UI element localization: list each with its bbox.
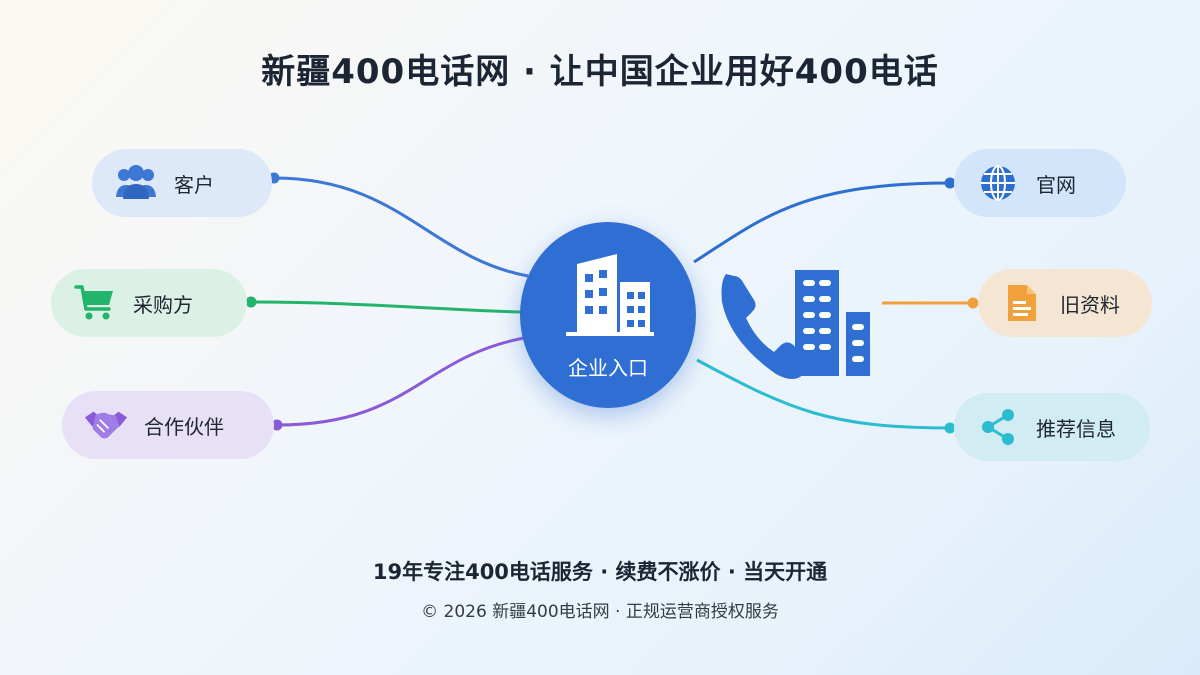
share-icon [976,405,1020,449]
globe-icon [976,161,1020,205]
node-site-label: 官网 [1036,172,1076,197]
node-buyer-label: 采购方 [133,292,193,317]
link-partner [276,336,525,427]
node-partner-label: 合作伙伴 [144,414,224,439]
document-icon [1000,281,1044,325]
link-rec [696,358,951,430]
node-client-label: 客户 [174,172,214,197]
link-buyer-dot [245,296,257,308]
node-old: 旧资料 [978,269,1152,337]
hub-label: 企业入口 [568,356,648,380]
link-rec-dot [944,422,956,434]
link-client [273,176,529,278]
link-buyer [250,300,523,314]
footer-tagline: 19年专注400电话服务 · 续费不涨价 · 当天开通 [372,560,828,584]
node-client: 客户 [92,149,272,217]
phone-building-icon [716,262,876,388]
office-building-icon [565,252,655,340]
link-site-dot [944,177,956,189]
node-old-label: 旧资料 [1060,292,1120,317]
link-partner-dot [271,419,283,431]
hub-enterprise-entry: 企业入口 [520,222,696,408]
node-rec: 推荐信息 [954,393,1150,461]
handshake-icon [84,403,128,447]
link-old-dot [967,297,979,309]
footer-copyright: © 2026 新疆400电话网 · 正规运营商授权服务 [421,602,779,622]
shopping-cart-icon [73,281,117,325]
node-rec-label: 推荐信息 [1036,416,1116,441]
users-icon [114,161,158,205]
link-site [693,181,951,264]
node-partner: 合作伙伴 [62,391,274,459]
page-title: 新疆400电话网 · 让中国企业用好400电话 [261,52,939,92]
node-site: 官网 [954,149,1126,217]
node-buyer: 采购方 [51,269,247,337]
